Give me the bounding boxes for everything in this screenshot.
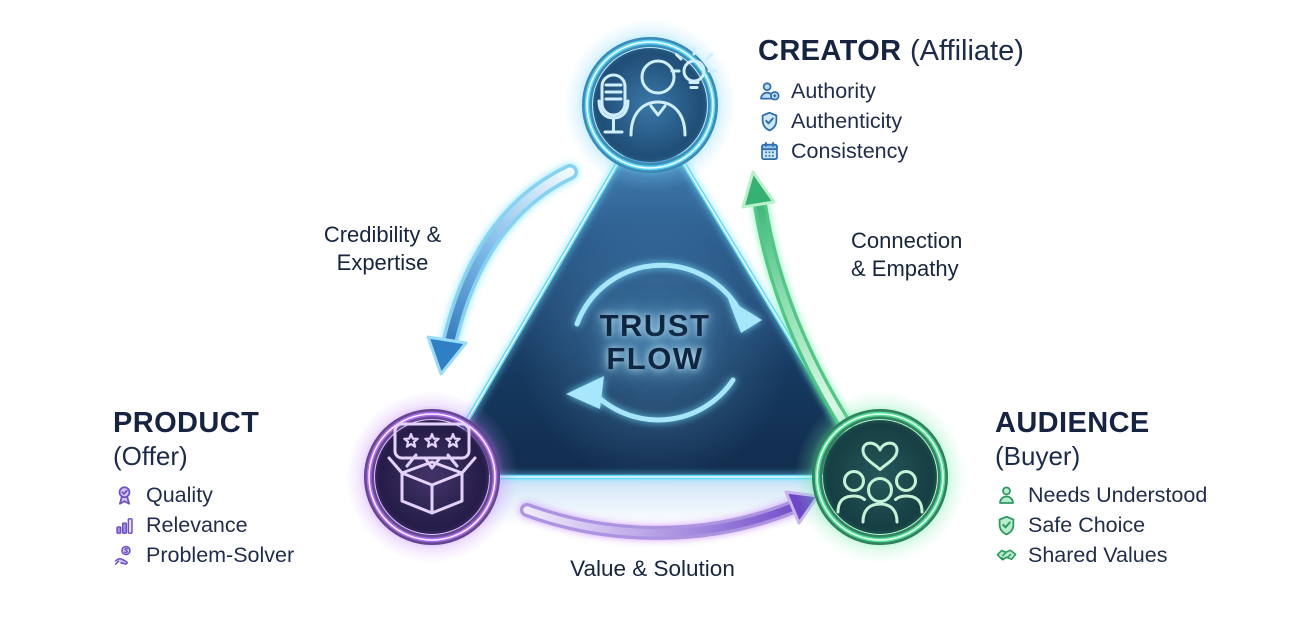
list-item-label: Problem-Solver — [146, 542, 295, 567]
list-item: Authority — [758, 76, 1024, 106]
shield-check-icon — [758, 110, 781, 133]
list-item: Quality — [113, 480, 294, 510]
award-badge-icon — [113, 484, 136, 507]
person-icon — [995, 484, 1018, 507]
creator-subtitle-text: (Affiliate) — [909, 35, 1024, 67]
arrow-credibility — [426, 164, 578, 376]
list-item-label: Needs Understood — [1028, 482, 1208, 507]
list-item: Shared Values — [995, 540, 1207, 570]
trust-flow-line1: TRUST — [599, 308, 711, 343]
cycle-arc-top — [574, 262, 741, 327]
product-node — [346, 391, 518, 563]
edge-label-value-solution: Value & Solution — [570, 556, 735, 581]
trust-flow-label: TRUST FLOW — [570, 309, 740, 375]
creator-title-text: CREATOR — [758, 35, 902, 67]
person-add-icon — [758, 80, 781, 103]
list-item: Safe Choice — [995, 510, 1207, 540]
list-item: Consistency — [758, 136, 1024, 166]
product-title: PRODUCT — [113, 406, 294, 440]
cycle-arrowhead-right-icon — [728, 299, 762, 333]
edge-label-credibility-expertise: Credibility & Expertise — [323, 222, 442, 275]
handshake-icon — [995, 544, 1018, 567]
creator-node — [564, 19, 736, 191]
trust-cycle-arrows — [566, 262, 762, 423]
list-item: Authenticity — [758, 106, 1024, 136]
list-item: Needs Understood — [995, 480, 1207, 510]
product-subtitle-text: (Offer) — [113, 441, 188, 471]
audience-panel: AUDIENCE (Buyer) Needs Understood Safe C… — [995, 406, 1207, 570]
audience-subtitle-text: (Buyer) — [995, 441, 1081, 471]
product-list: Quality Relevance — [113, 480, 294, 570]
list-item: Problem-Solver — [113, 540, 294, 570]
hand-coin-icon — [113, 544, 136, 567]
arrowhead-up-icon — [741, 170, 776, 209]
list-item-label: Consistency — [791, 138, 909, 163]
product-panel: PRODUCT (Offer) Quality — [113, 406, 294, 570]
creator-panel: CREATOR (Affiliate) Authority Authentici… — [758, 34, 1024, 166]
list-item-label: Shared Values — [1028, 542, 1168, 567]
bar-chart-icon — [113, 514, 136, 537]
audience-list: Needs Understood Safe Choice Shared Valu… — [995, 480, 1207, 570]
audience-title-text: AUDIENCE — [995, 407, 1150, 439]
calendar-icon — [758, 140, 781, 163]
speaker-mic-bulb-icon — [597, 46, 718, 137]
arrowhead-down-left-icon — [426, 335, 468, 376]
shield-check-icon — [995, 514, 1018, 537]
creator-list: Authority Authenticity Consistency — [758, 76, 1024, 166]
trust-flow-line2: FLOW — [606, 341, 704, 376]
arrow-connection — [741, 170, 857, 439]
list-item-label: Authority — [791, 78, 876, 103]
people-group-heart-icon — [836, 441, 924, 524]
cycle-arrowhead-left-icon — [566, 376, 604, 409]
product-title-text: PRODUCT — [113, 407, 260, 439]
creator-title: CREATOR (Affiliate) — [758, 34, 1024, 68]
audience-node — [794, 391, 966, 563]
audience-title: AUDIENCE — [995, 406, 1207, 440]
list-item: Relevance — [113, 510, 294, 540]
edge-label-connection-empathy: Connection & Empathy — [851, 228, 963, 281]
list-item-label: Safe Choice — [1028, 512, 1146, 537]
open-box-review-stars-icon — [387, 422, 477, 515]
list-item-label: Quality — [146, 482, 213, 507]
cycle-arc-bottom — [590, 377, 736, 423]
list-item-label: Relevance — [146, 512, 248, 537]
list-item-label: Authenticity — [791, 108, 903, 133]
